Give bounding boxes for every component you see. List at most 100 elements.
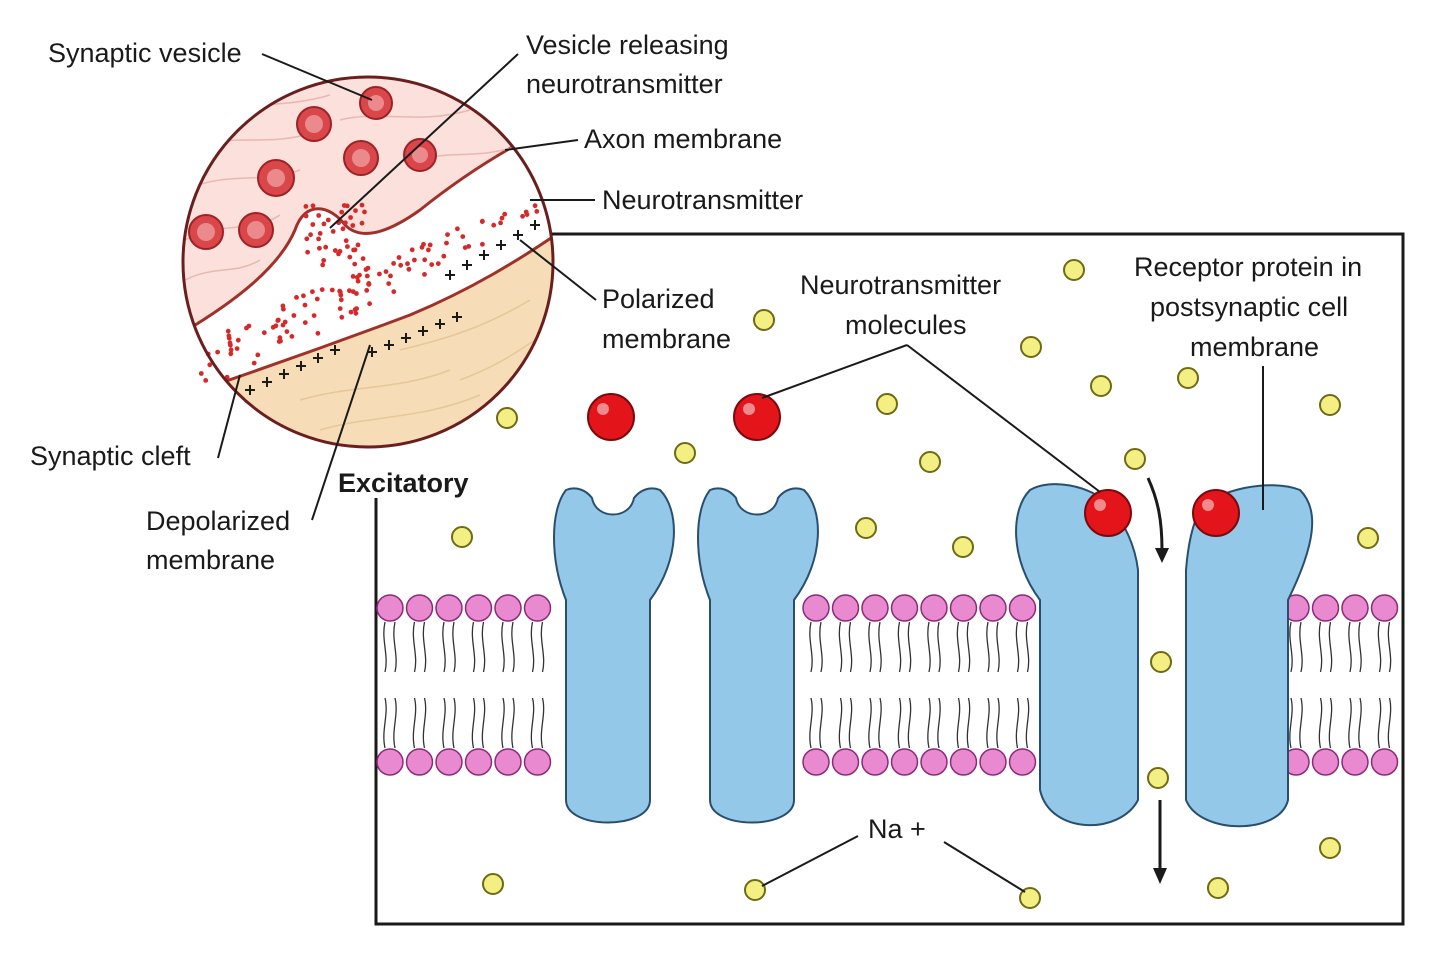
phospholipid-head [494, 594, 522, 622]
phospholipid-head [523, 594, 552, 622]
neurotransmitter-dot [429, 262, 435, 267]
phospholipid-head [376, 748, 404, 776]
phospholipid-head [376, 594, 404, 622]
neurotransmitter-dot [323, 244, 329, 250]
neurotransmitter-dot [282, 319, 288, 325]
neurotransmitter-dot [228, 351, 234, 357]
neurotransmitter-dot [330, 229, 336, 234]
neurotransmitter-dot [305, 249, 310, 255]
neurotransmitter-dot [350, 223, 356, 228]
postsynaptic-cell [183, 222, 553, 447]
phospholipid-head [861, 748, 889, 776]
neurotransmitter-dot [215, 349, 221, 355]
neurotransmitter-dot [338, 297, 344, 303]
neurotransmitter-dot [367, 301, 372, 307]
neurotransmitter-dot [388, 273, 393, 279]
neurotransmitter-dot [317, 231, 323, 236]
phospholipid-head [523, 748, 552, 776]
sodium-ion [674, 442, 696, 464]
neurotransmitter-dot [348, 309, 354, 315]
label-synaptic-vesicle: Synaptic vesicle [48, 38, 242, 68]
sodium-ion [1090, 375, 1112, 397]
phospholipid-head [890, 748, 919, 776]
phospholipid-head [861, 594, 889, 622]
sodium-ion [876, 393, 898, 415]
neurotransmitter-dot [352, 261, 358, 267]
neurotransmitter-dot [203, 378, 209, 383]
phospholipid-head [920, 594, 948, 622]
neurotransmitter-dot [310, 222, 316, 227]
neurotransmitter-dot [532, 203, 538, 209]
neurotransmitter-dot [366, 281, 372, 287]
membrane-detail-box: Neurotransmitter molecules Receptor prot… [374, 232, 1405, 926]
neurotransmitter-dot [246, 323, 252, 329]
neurotransmitter-dot [406, 266, 412, 272]
neurotransmitter-dot [355, 242, 361, 248]
neurotransmitter-dot [251, 360, 257, 366]
phospholipid-heads [376, 594, 1399, 776]
neurotransmitter-dot [353, 310, 359, 316]
neurotransmitter-dot [315, 330, 321, 336]
phospholipid-head [435, 748, 463, 776]
neurotransmitter-dot [317, 245, 322, 251]
neurotransmitter-dot [303, 213, 309, 219]
phospholipid-head [979, 748, 1007, 776]
neurotransmitter-dot [316, 236, 321, 242]
sodium-ion [1319, 837, 1341, 859]
neurotransmitter-dot [419, 244, 425, 250]
receptor-protein-3-open-channel [1015, 483, 1139, 827]
label-excitatory: Excitatory [338, 468, 469, 498]
neurotransmitter-dot [198, 371, 204, 376]
phospholipid-head [494, 748, 522, 776]
neurotransmitter-dot [491, 222, 497, 228]
neurotransmitter-dot [320, 262, 326, 268]
phospholipid-head [831, 594, 860, 622]
sodium-ion [952, 536, 974, 558]
neurotransmitter-dot [355, 278, 361, 284]
neurotransmitter-dot [319, 287, 325, 292]
neurotransmitter-dot [444, 240, 449, 246]
neurotransmitter-dot [354, 291, 359, 296]
neurotransmitter-dot [383, 269, 389, 274]
neurotransmitter-dot [329, 287, 335, 293]
receptor-protein-1 [553, 487, 675, 824]
receptor-protein-4-open-channel [1185, 484, 1314, 828]
neurotransmitter-dot [316, 213, 322, 218]
phospholipid-head [1311, 594, 1340, 622]
neurotransmitter-dot [325, 217, 331, 223]
phospholipid-head [949, 748, 978, 776]
neurotransmitter-dot [339, 314, 345, 320]
sodium-ion [496, 407, 518, 429]
neurotransmitter-dot [332, 248, 338, 253]
label-vesicle-releasing-2: neurotransmitter [526, 69, 723, 99]
neurotransmitter-dot [275, 318, 281, 323]
neurotransmitter-dot [207, 362, 213, 368]
neurotransmitter-dot [524, 212, 530, 218]
phospholipid-head [464, 748, 493, 776]
ion-flow-arrows [1146, 477, 1169, 884]
neurotransmitter-dot [398, 262, 404, 268]
neurotransmitter-dot [289, 334, 295, 339]
neurotransmitter-dot [352, 247, 358, 253]
sodium-ion [919, 451, 941, 473]
sodium-ion [482, 873, 504, 895]
neurotransmitter-dot [281, 306, 286, 312]
phospholipid-head [979, 594, 1007, 622]
sodium-ion [451, 526, 473, 548]
neurotransmitter-dot [445, 232, 450, 238]
neurotransmitter-dot [435, 261, 441, 266]
neurotransmitter-dot [391, 289, 397, 295]
phospholipid-head [1341, 594, 1369, 622]
neurotransmitter-dot [412, 257, 417, 263]
neurotransmitter-dot [480, 241, 485, 247]
circle-labels: Synaptic vesicle Vesicle releasing neuro… [30, 30, 803, 575]
neurotransmitter-dots [198, 202, 540, 383]
neurotransmitter-dot [360, 256, 366, 261]
phospholipid-head [1370, 594, 1399, 622]
neurotransmitter-dot [276, 339, 282, 344]
label-depolarized-2: membrane [146, 545, 275, 575]
label-synaptic-cleft: Synaptic cleft [30, 441, 191, 471]
label-depolarized-1: Depolarized [146, 506, 290, 536]
neurotransmitter-dot [311, 313, 317, 318]
phospholipid-head [1008, 594, 1037, 622]
